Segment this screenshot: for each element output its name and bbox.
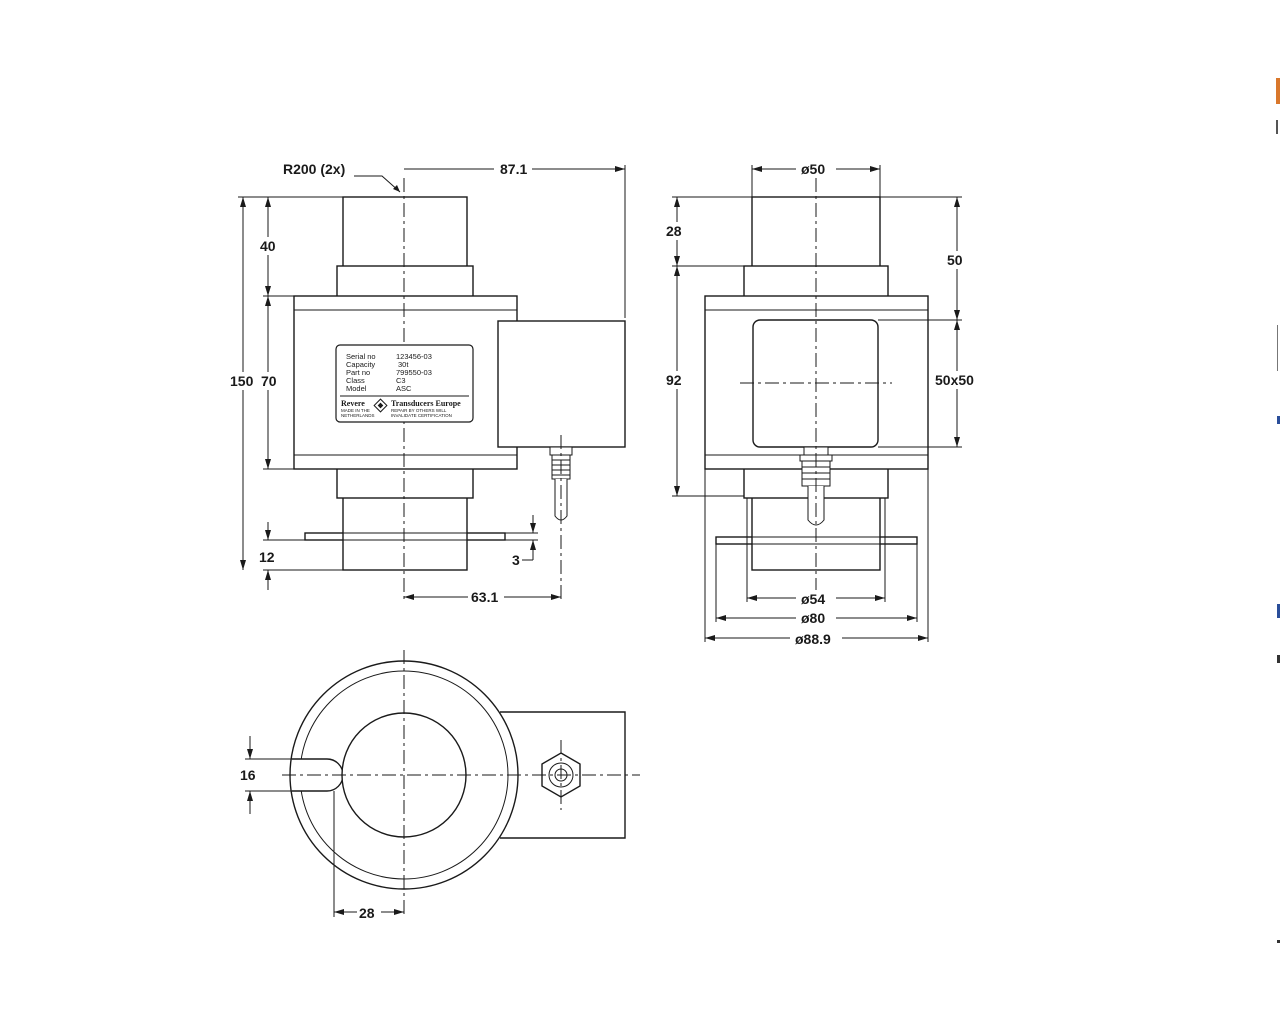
dim-63-1: 63.1 <box>471 589 498 605</box>
label-capacity-key: Capacity <box>346 360 375 369</box>
label-serial-value: 123456-03 <box>396 352 432 361</box>
label-part-key: Part no <box>346 368 370 377</box>
dim-16: 16 <box>240 767 256 783</box>
dim-3: 3 <box>512 552 520 568</box>
dim-50x50: 50x50 <box>935 372 974 388</box>
side-view: ø50 28 92 50 <box>664 160 981 647</box>
label-plate: Serial no 123456-03 Capacity 30t Part no… <box>335 344 474 423</box>
dim-40: 40 <box>260 238 276 254</box>
dim-92: 92 <box>666 372 682 388</box>
edge-fragment-blue-2 <box>1277 604 1280 618</box>
front-connector-box <box>497 320 626 448</box>
top-view: 16 28 <box>240 650 640 921</box>
front-lower-step <box>336 467 474 499</box>
front-view: Serial no 123456-03 Capacity 30t Part no… <box>228 160 626 605</box>
label-model-key: Model <box>346 384 367 393</box>
side-dimensions: ø50 28 92 50 <box>664 160 981 647</box>
dim-12: 12 <box>259 549 275 565</box>
label-part-value: 799550-03 <box>396 368 432 377</box>
dim-o88-9: ø88.9 <box>795 631 831 647</box>
top-dimensions: 16 28 <box>240 736 404 921</box>
edge-fragment-blue-1 <box>1277 416 1280 424</box>
dim-150: 150 <box>230 373 254 389</box>
label-approval-2: INVALIDATE CERTIFICATION <box>391 413 452 418</box>
diamond-logo-icon <box>373 398 388 413</box>
label-model-value: ASC <box>396 384 412 393</box>
edge-fragment-box <box>1277 325 1280 371</box>
dim-28-bottom: 28 <box>359 905 375 921</box>
dim-70: 70 <box>261 373 277 389</box>
dim-87-1: 87.1 <box>500 161 527 177</box>
label-class-value: C3 <box>396 376 406 385</box>
dim-r200: R200 (2x) <box>283 161 345 177</box>
label-made-in-2: NETHERLANDS <box>341 413 375 418</box>
label-approval-1: REPAIR BY OTHERS WILL <box>391 408 447 413</box>
label-class-key: Class <box>346 376 365 385</box>
label-brand-right: Transducers Europe <box>391 399 461 408</box>
front-upper-step <box>336 265 474 298</box>
edge-fragment-mark-3 <box>1277 940 1280 943</box>
dim-28-top: 28 <box>666 223 682 239</box>
edge-fragment-orange <box>1276 78 1280 104</box>
dim-o80: ø80 <box>801 610 825 626</box>
label-made-in-1: MADE IN THE <box>341 408 370 413</box>
dim-50: 50 <box>947 252 963 268</box>
dim-o50: ø50 <box>801 161 825 177</box>
label-brand-left: Revere <box>341 399 365 408</box>
label-capacity-value: 30t <box>398 360 409 369</box>
edge-fragment-mark-1 <box>1276 120 1280 134</box>
dim-o54: ø54 <box>801 591 825 607</box>
edge-fragment-mark-2 <box>1277 655 1280 663</box>
label-serial-key: Serial no <box>346 352 376 361</box>
front-dimensions: R200 (2x) 87.1 150 40 <box>228 160 626 605</box>
